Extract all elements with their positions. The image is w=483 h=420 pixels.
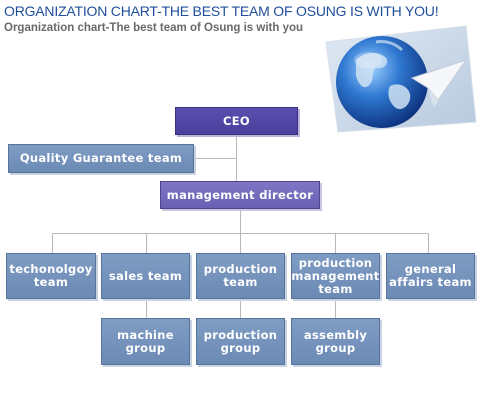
production-group-box: production group (196, 318, 285, 365)
globe-with-paper-plane-icon (316, 20, 483, 140)
management-director-label: management director (166, 187, 314, 202)
management-director-box: management director (160, 181, 320, 209)
machine-group-label-line1: machine (117, 327, 174, 342)
production-group-label-line1: production (203, 327, 278, 342)
sales-team-box: sales team (101, 253, 190, 299)
page-title: ORGANIZATION CHART-THE BEST TEAM OF OSUN… (4, 3, 439, 19)
general-affairs-team-box: general affairs team (386, 253, 475, 299)
page-subtitle: Organization chart-The best team of Osun… (4, 22, 304, 34)
quality-guarantee-team-label: Quality Guarantee team (19, 151, 183, 165)
ceo-label: CEO (223, 113, 250, 128)
ceo-box: CEO (175, 107, 298, 135)
production-management-team-label-line1: production (298, 255, 373, 270)
production-team-label-line2: team (223, 275, 258, 289)
production-team-box: production team (196, 253, 285, 299)
assembly-group-box: assembly group (291, 318, 380, 365)
sales-team-label: sales team (108, 268, 183, 283)
quality-guarantee-team-box: Quality Guarantee team (8, 144, 194, 173)
production-team-label-line1: production (203, 262, 278, 276)
production-management-team-label-line3: team (318, 281, 353, 296)
general-affairs-team-label-line2: affairs team (389, 275, 472, 289)
technology-team-box: techonolgoy team (6, 253, 96, 299)
assembly-group-label-line2: group (315, 340, 356, 355)
assembly-group-label-line1: assembly (303, 327, 368, 342)
technology-team-label-line2: team (33, 275, 69, 289)
production-management-team-label-line2: management (291, 268, 380, 283)
production-group-label-line2: group (220, 340, 261, 355)
technology-team-label-line1: techonolgoy (9, 262, 93, 276)
production-management-team-box: production management team (291, 253, 380, 299)
general-affairs-team-label-line1: general (404, 262, 457, 276)
machine-group-box: machine group (101, 318, 190, 365)
machine-group-label-line2: group (125, 340, 166, 355)
